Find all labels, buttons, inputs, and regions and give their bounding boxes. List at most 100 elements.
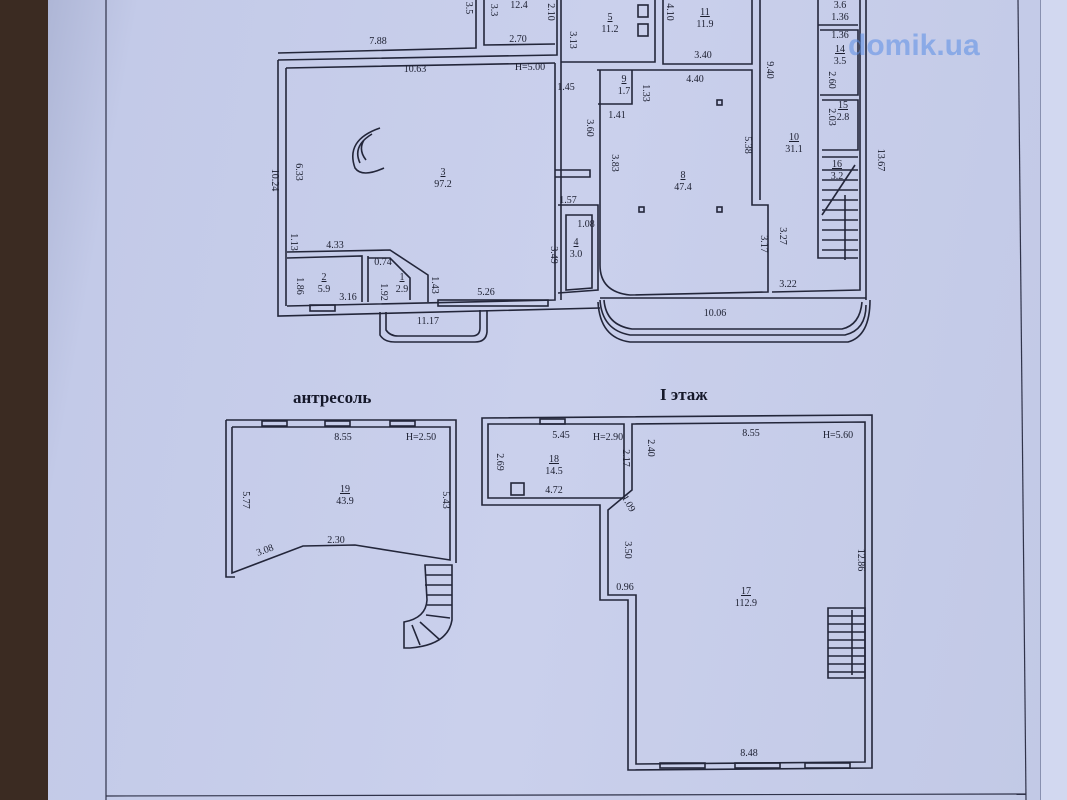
wall — [286, 0, 562, 307]
dimension-label: 2.03 — [826, 108, 837, 126]
dimension-label: 5.45 — [552, 430, 570, 441]
fixture — [637, 23, 649, 37]
dimension-label: 3.3 — [488, 4, 499, 17]
dimension-label: 10.24 — [269, 169, 280, 192]
dimension-label: 2.10 — [545, 3, 556, 21]
room-label-14: 143.5 — [834, 44, 847, 67]
dimension-label: 1.43 — [429, 276, 440, 294]
dimension-label: 11.17 — [417, 316, 439, 327]
upper-plan — [277, 0, 871, 343]
dimension-label: 2.70 — [509, 34, 527, 45]
shaft — [510, 482, 525, 496]
room-label-2: 25.9 — [318, 272, 331, 295]
dimension-label: 3.5 — [463, 2, 474, 15]
room-label-5: 511.2 — [601, 12, 618, 35]
room-number: 1 — [400, 272, 405, 283]
room-labels: 12.925.9397.243.0511.2847.491.71031.1111… — [318, 0, 850, 609]
dimension-label: 10.63 — [404, 64, 427, 75]
frame-line-right — [1017, 0, 1027, 800]
window — [389, 420, 416, 427]
room-area: 11.2 — [601, 24, 618, 35]
dimension-label: 10.06 — [704, 308, 727, 319]
dimension-label: 1.13 — [288, 233, 299, 251]
dimension-label: 3.22 — [779, 279, 797, 290]
room-area: 97.2 — [434, 179, 452, 190]
room-area: 2.8 — [837, 112, 850, 123]
dimension-label: 3.40 — [694, 50, 712, 61]
wall — [277, 0, 556, 54]
dimension-label: 1.36 — [831, 12, 849, 23]
dimension-label: 4.33 — [326, 240, 344, 251]
room-number: 10 — [789, 132, 799, 143]
dimension-label: 3.16 — [339, 292, 357, 303]
room-label-12: 12.4 — [510, 0, 528, 11]
room-area: 31.1 — [785, 144, 803, 155]
mezzanine-plan — [225, 419, 457, 649]
bay-window — [379, 310, 488, 343]
wall — [277, 60, 601, 317]
room-number: 3 — [441, 167, 446, 178]
dimension-label: 4.10 — [664, 3, 675, 21]
watermark-logo: domik.ua — [848, 29, 980, 62]
dimension-label: 12.86 — [855, 549, 866, 572]
column — [716, 99, 723, 106]
wall — [225, 419, 457, 578]
room-area: 14.5 — [545, 466, 563, 477]
wall — [557, 204, 599, 294]
room-area: 47.4 — [674, 182, 692, 193]
wall — [555, 169, 591, 178]
wall — [607, 421, 866, 765]
dimension-label: 5.38 — [742, 136, 753, 154]
room-label-1: 12.9 — [396, 272, 409, 295]
dimension-label: 3.13 — [567, 31, 578, 49]
first-floor-plan — [481, 414, 873, 771]
dimension-label: 1.08 — [577, 219, 595, 230]
dimension-label: 8.48 — [740, 748, 758, 759]
window — [539, 418, 566, 425]
dimension-label: 3.6 — [834, 0, 847, 11]
dimension-label: 3.17 — [758, 235, 769, 253]
column — [638, 206, 645, 213]
second-paper-sheet — [1040, 0, 1067, 800]
window — [437, 299, 549, 307]
wall — [561, 0, 761, 200]
window — [734, 762, 781, 769]
spiral-stair-icon — [352, 127, 385, 174]
window — [659, 762, 706, 769]
dimension-label: 1.92 — [378, 283, 389, 301]
section-title-mezzanine: антресоль — [293, 388, 371, 407]
room-number: 19 — [340, 484, 350, 495]
room-area: 3.5 — [834, 56, 847, 67]
dimension-label: 2.69 — [494, 453, 505, 471]
frame-line-bottom — [105, 793, 1027, 797]
room-number: 5 — [608, 12, 613, 23]
dimension-label: 4.72 — [545, 485, 563, 496]
room-area: 2.9 — [396, 284, 409, 295]
dimension-label: 2.60 — [826, 71, 837, 89]
dimension-label: 2.17 — [620, 449, 631, 467]
dimension-label: 13.67 — [875, 149, 886, 172]
fixture — [637, 4, 649, 18]
room-area: 1.7 — [618, 86, 631, 97]
staircase — [827, 607, 866, 679]
room-number: 8 — [681, 170, 686, 181]
dimension-label: H=2.90 — [593, 432, 623, 443]
wall — [286, 249, 429, 302]
dimension-label: 1.09 — [619, 493, 637, 514]
spiral-staircase — [403, 564, 453, 649]
room-label-8: 847.4 — [674, 170, 692, 193]
room-area: 11.9 — [696, 19, 713, 30]
front-bay — [597, 297, 871, 343]
section-title-first-floor: I этаж — [660, 385, 708, 404]
dimension-label: 0.74 — [374, 257, 392, 268]
room-area: 43.9 — [336, 496, 354, 507]
dimension-label: 5.43 — [440, 491, 451, 509]
window — [804, 762, 851, 769]
dimension-label: 6.33 — [293, 163, 304, 181]
dimension-label: 2.40 — [645, 439, 656, 457]
dimension-label: 4.40 — [686, 74, 704, 85]
dimension-label: 9.40 — [764, 61, 775, 79]
wall — [597, 69, 769, 296]
